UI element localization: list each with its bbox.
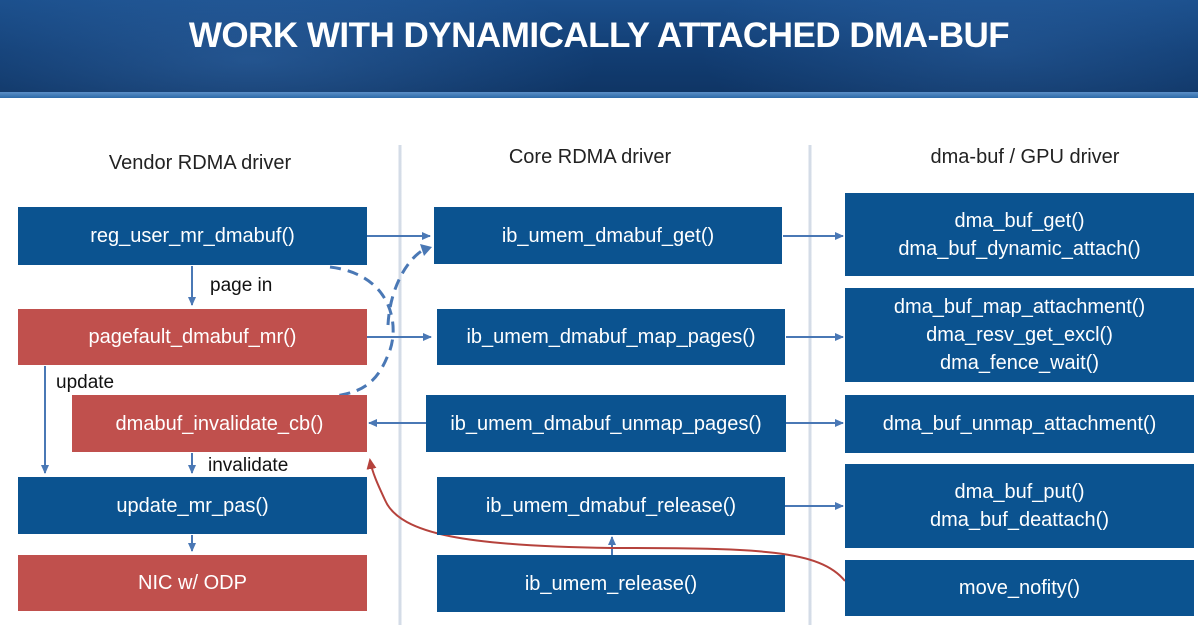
dmabuf-invalidate-cb-box: dmabuf_invalidate_cb(): [72, 395, 367, 452]
dmabuf-invalidate-cb-label: dmabuf_invalidate_cb(): [115, 412, 324, 435]
update-label: update: [56, 372, 115, 393]
move-notify-curve: [366, 458, 846, 582]
column-title-core: Core RDMA driver: [508, 146, 672, 168]
dma-buf-map-box: dma_buf_map_attachment() dma_resv_get_ex…: [845, 288, 1194, 382]
column-title-vendor: Vendor RDMA driver: [108, 152, 292, 174]
title-banner: [0, 0, 1198, 92]
dma-buf-unmap-attachment-label: dma_buf_unmap_attachment(): [882, 413, 1157, 435]
dma-fence-wait-line: dma_fence_wait(): [940, 352, 1099, 374]
column-divider-left: [398, 145, 402, 625]
ib-umem-release-label: ib_umem_release(): [524, 572, 698, 595]
page-title: WORK WITH DYNAMICALLY ATTACHED DMA-BUF: [188, 16, 1010, 55]
move-notify-box: move_nofity(): [845, 560, 1194, 616]
reg-user-mr-dmabuf-box: reg_user_mr_dmabuf(): [18, 207, 367, 265]
ib-umem-dmabuf-unmap-pages-box: ib_umem_dmabuf_unmap_pages(): [426, 395, 786, 452]
ib-umem-dmabuf-release-label: ib_umem_dmabuf_release(): [485, 495, 737, 517]
update-mr-pas-box: update_mr_pas(): [18, 477, 367, 534]
ib-umem-dmabuf-get-box: ib_umem_dmabuf_get(): [434, 207, 782, 264]
ib-umem-release-box: ib_umem_release(): [437, 555, 785, 612]
ib-umem-dmabuf-release-box: ib_umem_dmabuf_release(): [437, 477, 785, 535]
dma-buf-get-box: dma_buf_get() dma_buf_dynamic_attach(): [845, 193, 1194, 276]
dma-buf-deattach-line: dma_buf_deattach(): [929, 509, 1109, 531]
dashed-curve-arrowhead: [420, 244, 432, 256]
ib-umem-dmabuf-map-pages-box: ib_umem_dmabuf_map_pages(): [437, 309, 785, 365]
page-in-label: page in: [210, 275, 273, 296]
nic-odp-box: NIC w/ ODP: [18, 555, 367, 611]
move-notify-label: move_nofity(): [958, 577, 1081, 599]
dma-buf-unmap-box: dma_buf_unmap_attachment(): [845, 395, 1194, 453]
dma-buf-put-box: dma_buf_put() dma_buf_deattach(): [845, 464, 1194, 548]
ib-umem-dmabuf-unmap-pages-label: ib_umem_dmabuf_unmap_pages(): [450, 412, 762, 435]
dma-buf-dynamic-attach-line: dma_buf_dynamic_attach(): [898, 237, 1141, 260]
pagefault-dmabuf-mr-label: pagefault_dmabuf_mr(): [88, 326, 297, 348]
column-title-dmabuf: dma-buf / GPU driver: [930, 146, 1120, 168]
dma-resv-get-excl-line: dma_resv_get_excl(): [926, 324, 1113, 346]
dma-buf-put-line: dma_buf_put(): [954, 481, 1085, 503]
ib-umem-dmabuf-map-pages-label: ib_umem_dmabuf_map_pages(): [466, 326, 756, 348]
pagefault-dmabuf-mr-box: pagefault_dmabuf_mr(): [18, 309, 367, 365]
nic-odp-label: NIC w/ ODP: [138, 572, 247, 594]
dma-buf-map-attachment-line: dma_buf_map_attachment(): [893, 296, 1146, 318]
banner-rule: [0, 92, 1198, 98]
dma-buf-get-line: dma_buf_get(): [954, 209, 1085, 232]
dashed-callback-curve: [329, 246, 428, 398]
reg-user-mr-dmabuf-label: reg_user_mr_dmabuf(): [90, 225, 295, 247]
column-divider-right: [808, 145, 812, 625]
ib-umem-dmabuf-get-label: ib_umem_dmabuf_get(): [501, 224, 715, 247]
invalidate-label: invalidate: [208, 455, 289, 476]
update-mr-pas-label: update_mr_pas(): [116, 494, 269, 517]
